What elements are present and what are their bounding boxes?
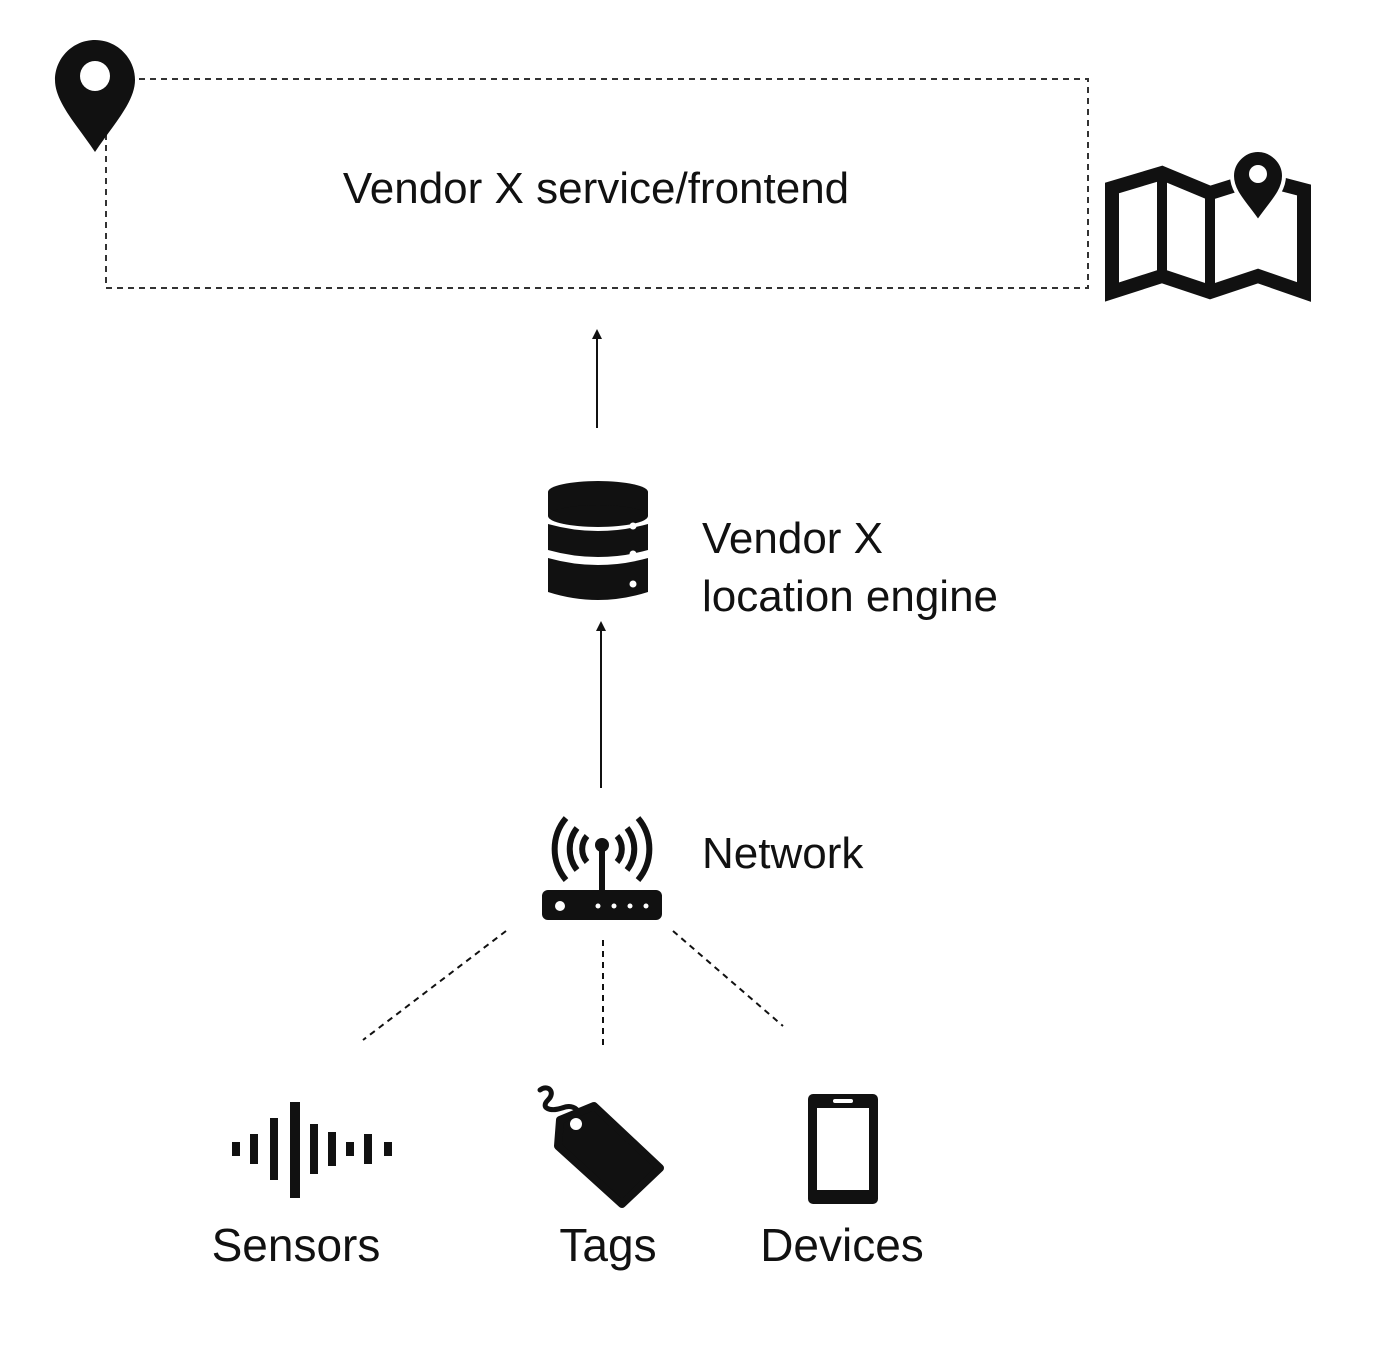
- link-network-sensors: [362, 930, 507, 1041]
- sensors-label: Sensors: [211, 1219, 381, 1271]
- tag-icon: [537, 1085, 664, 1208]
- link-network-devices: [672, 930, 784, 1027]
- wifi-router-icon: [542, 816, 662, 920]
- engine-label-line1: Vendor X: [702, 514, 884, 563]
- engine-label-line2: location engine: [702, 572, 999, 621]
- frontend-label: Vendor X service/frontend: [342, 164, 850, 213]
- engine-label: Vendor X location engine: [702, 510, 998, 626]
- network-label: Network: [702, 829, 864, 878]
- location-pin-icon: [55, 40, 135, 152]
- smartphone-icon: [808, 1094, 878, 1204]
- tags-label: Tags: [559, 1219, 657, 1271]
- database-icon: [548, 481, 648, 600]
- frontend-box: [105, 78, 1089, 289]
- devices-label: Devices: [760, 1219, 924, 1271]
- sound-wave-icon: [232, 1102, 392, 1198]
- map-icon: [1105, 147, 1311, 302]
